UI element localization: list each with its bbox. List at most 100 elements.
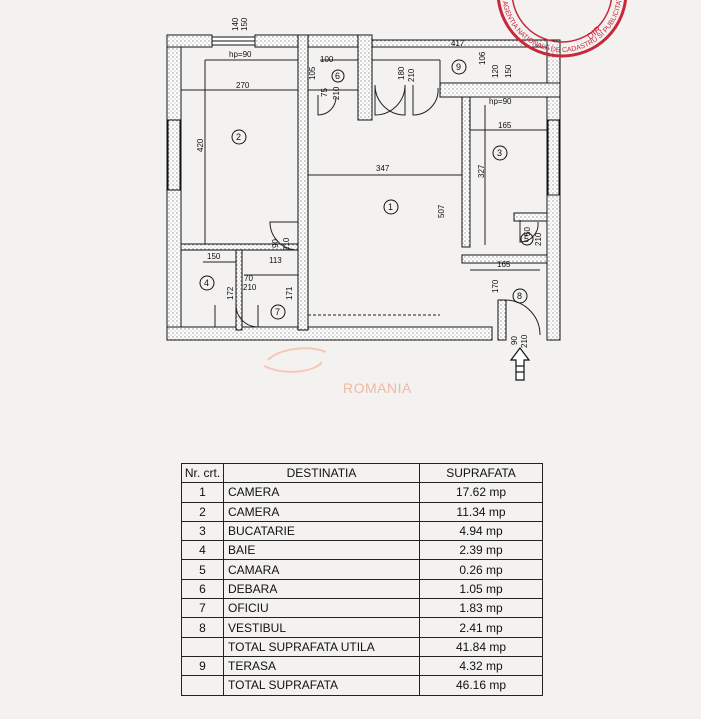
cell-dest: TOTAL SUPRAFATA UTILA bbox=[223, 636, 420, 657]
dim-90-a: 90 bbox=[271, 239, 280, 248]
cadastre-stamp: AGENTIA NATIONALA DE CADASTRU SI PUBLICI… bbox=[496, 0, 628, 58]
cell-nr: 2 bbox=[181, 501, 224, 522]
floor-plan: 140 150 417 106 120 150 hp=90 hp=90 100 … bbox=[166, 0, 628, 396]
dim-106: 106 bbox=[478, 51, 487, 65]
cell-sup: 4.94 mp bbox=[419, 520, 543, 542]
cell-nr: 8 bbox=[181, 617, 224, 638]
cell-nr: 5 bbox=[181, 559, 224, 580]
header-nr: Nr. crt. bbox=[181, 462, 224, 484]
dim-170: 170 bbox=[491, 279, 500, 293]
dim-165-a: 165 bbox=[498, 121, 512, 130]
dim-120: 120 bbox=[491, 64, 500, 78]
dim-75: 75 bbox=[320, 88, 329, 97]
cell-sup: 41.84 mp bbox=[419, 636, 543, 657]
cell-sup: 0.26 mp bbox=[419, 559, 543, 580]
table-header-row: Nr. crt. DESTINATIA SUPRAFATA bbox=[181, 462, 543, 484]
header-suprafata: SUPRAFATA bbox=[419, 462, 543, 484]
room-3: 3 bbox=[497, 148, 502, 158]
room-9: 9 bbox=[456, 62, 461, 72]
cell-dest: DEBARA bbox=[223, 578, 420, 600]
dim-210-e: 210 bbox=[243, 283, 257, 292]
dim-347: 347 bbox=[376, 164, 390, 173]
dim-172: 172 bbox=[226, 286, 235, 300]
dim-210-f: 210 bbox=[520, 334, 529, 348]
watermark-logo: ROMANIA bbox=[263, 347, 412, 396]
walls bbox=[166, 34, 561, 341]
cell-nr: 3 bbox=[181, 520, 224, 542]
cell-dest: VESTIBUL bbox=[223, 617, 420, 638]
windows bbox=[167, 36, 560, 196]
cell-sup: 17.62 mp bbox=[419, 482, 543, 503]
cell-nr bbox=[181, 636, 224, 657]
dim-420: 420 bbox=[196, 138, 205, 152]
cell-nr bbox=[181, 675, 224, 696]
room-5: 5 bbox=[524, 234, 529, 244]
dim-210-b: 210 bbox=[407, 68, 416, 82]
dim-70: 70 bbox=[244, 274, 253, 283]
cell-dest: CAMARA bbox=[223, 559, 420, 580]
cell-dest: BUCATARIE bbox=[223, 520, 420, 542]
cell-sup: 2.41 mp bbox=[419, 617, 543, 638]
cell-nr: 4 bbox=[181, 540, 224, 561]
cell-sup: 1.05 mp bbox=[419, 578, 543, 600]
room-2: 2 bbox=[236, 132, 241, 142]
cell-sup: 4.32 mp bbox=[419, 655, 543, 677]
dim-150-r: 150 bbox=[504, 64, 513, 78]
dim-90-b: 90 bbox=[510, 336, 519, 345]
cell-dest: TERASA bbox=[223, 655, 420, 677]
dim-507: 507 bbox=[437, 204, 446, 218]
watermark-text: ROMANIA bbox=[343, 380, 412, 396]
cell-dest: CAMERA bbox=[223, 501, 420, 522]
dim-50: 50 bbox=[523, 227, 532, 236]
dim-210-c: 210 bbox=[534, 232, 543, 246]
dim-top-150: 150 bbox=[240, 17, 249, 31]
cell-dest: BAIE bbox=[223, 540, 420, 561]
dim-top-140: 140 bbox=[231, 17, 240, 31]
hp-left: hp=90 bbox=[229, 50, 252, 59]
room-1: 1 bbox=[388, 202, 393, 212]
room-markers bbox=[199, 59, 534, 320]
dim-100: 100 bbox=[320, 55, 334, 64]
hp-right: hp=90 bbox=[489, 97, 512, 106]
dim-180: 180 bbox=[397, 66, 406, 80]
room-4: 4 bbox=[204, 278, 209, 288]
dim-171: 171 bbox=[285, 286, 294, 300]
room-6: 6 bbox=[335, 71, 340, 81]
dim-327: 327 bbox=[477, 164, 486, 178]
cell-nr: 6 bbox=[181, 578, 224, 600]
cell-nr: 1 bbox=[181, 482, 224, 503]
dim-210-d: 210 bbox=[282, 237, 291, 251]
dim-top-417: 417 bbox=[451, 39, 465, 48]
cell-sup: 2.39 mp bbox=[419, 540, 543, 561]
cell-dest: TOTAL SUPRAFATA bbox=[223, 675, 420, 696]
dim-150-b: 150 bbox=[207, 252, 221, 261]
cell-sup: 46.16 mp bbox=[419, 675, 543, 696]
room-8: 8 bbox=[517, 291, 522, 301]
cell-dest: OFICIU bbox=[223, 598, 420, 619]
cell-sup: 11.34 mp bbox=[419, 501, 543, 522]
header-destinatia: DESTINATIA bbox=[223, 462, 420, 484]
dim-113: 113 bbox=[269, 256, 282, 265]
dim-165-b: 165 bbox=[497, 260, 511, 269]
partitions bbox=[181, 59, 547, 316]
room-7: 7 bbox=[275, 307, 280, 317]
doors bbox=[214, 84, 541, 336]
dim-270: 270 bbox=[236, 81, 250, 90]
dim-210-a: 210 bbox=[332, 86, 341, 100]
cell-nr: 7 bbox=[181, 598, 224, 619]
cell-sup: 1.83 mp bbox=[419, 598, 543, 619]
cell-dest: CAMERA bbox=[223, 482, 420, 503]
cell-nr: 9 bbox=[181, 655, 224, 677]
